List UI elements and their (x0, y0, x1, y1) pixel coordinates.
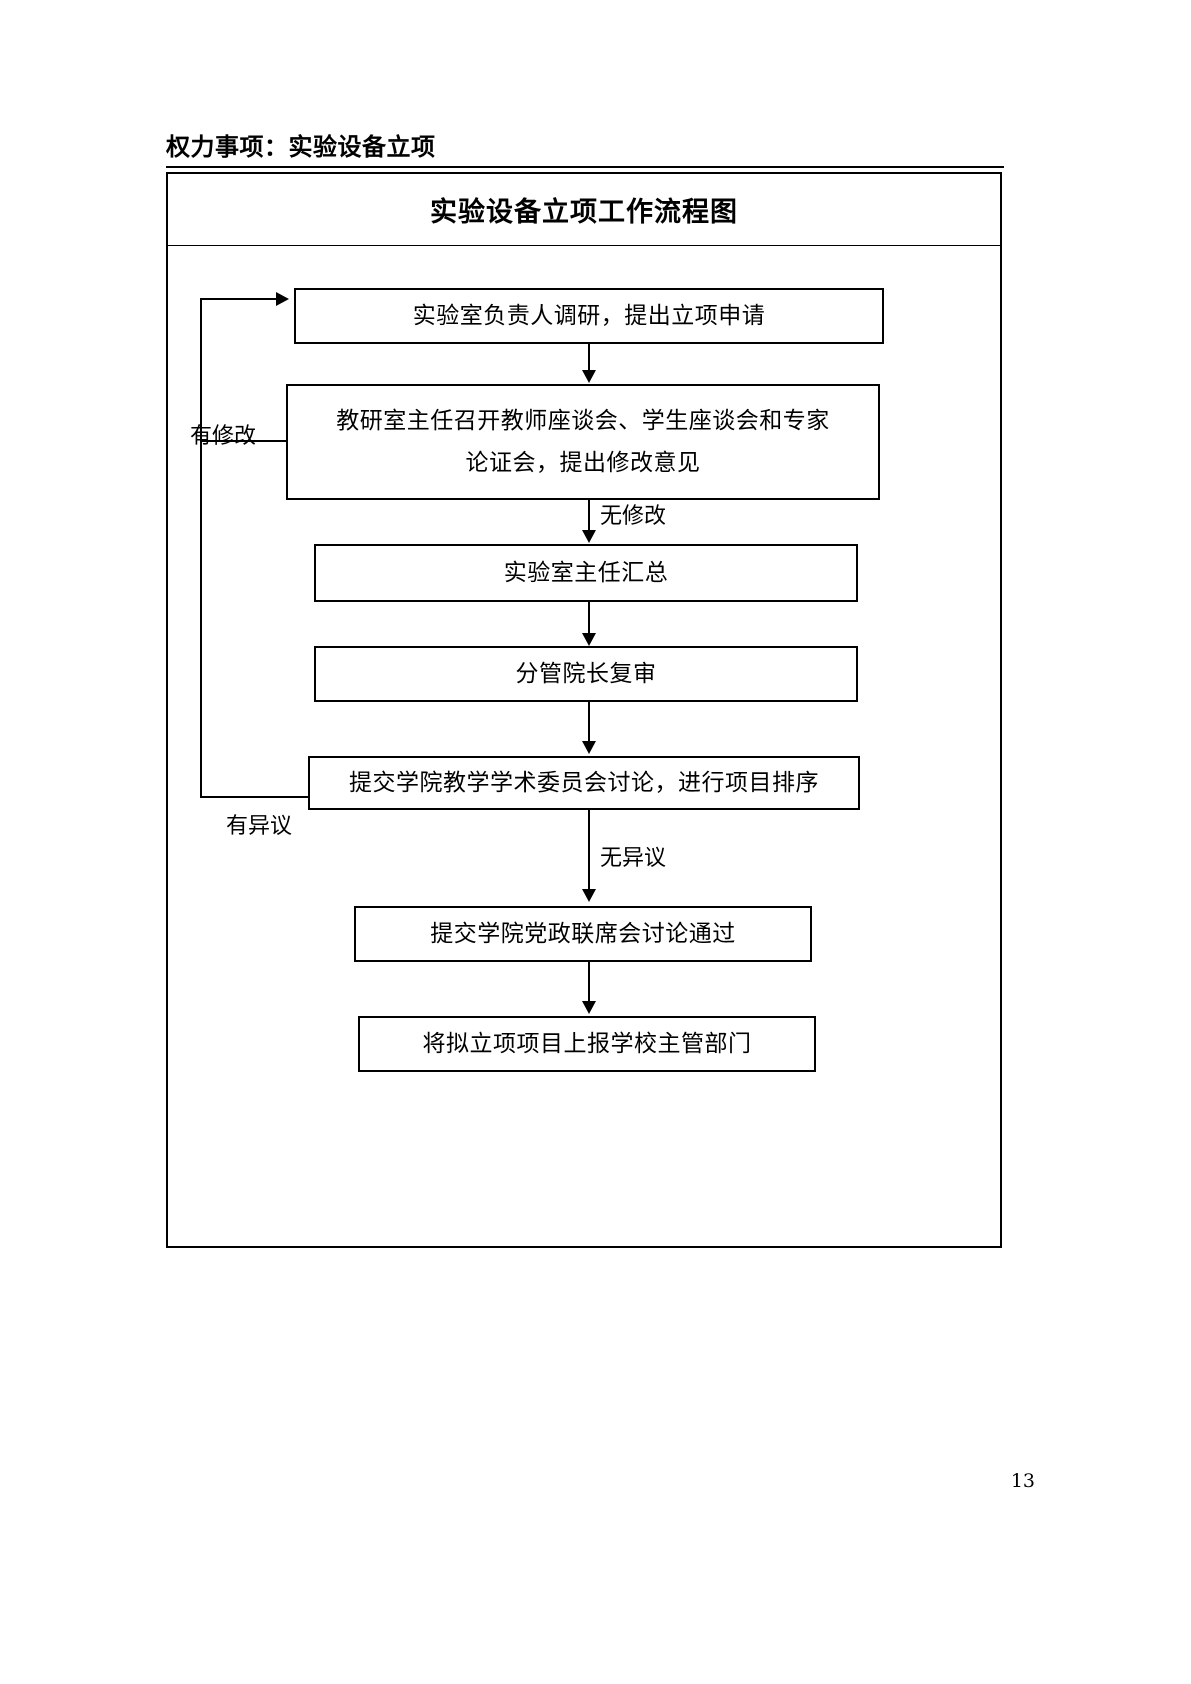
node-label: 提交学院党政联席会讨论通过 (430, 921, 736, 947)
connector-n1-n2-arrowhead (582, 370, 596, 383)
process-node-academic-committee: 提交学院教学学术委员会讨论，进行项目排序 (308, 756, 860, 810)
connector-n2-n3 (588, 500, 590, 531)
connector-n4-n5-arrowhead (582, 741, 596, 754)
feedback-revision-arrowhead (276, 292, 289, 306)
connector-n3-n4 (588, 602, 590, 634)
node-label-line2: 论证会，提出修改意见 (465, 450, 701, 476)
connector-n2-n3-arrowhead (582, 530, 596, 543)
flowchart-title-bar: 实验设备立项工作流程图 (168, 174, 1000, 246)
edge-label-no-objection: 无异议 (600, 846, 667, 871)
flowchart-frame: 实验设备立项工作流程图 实验室负责人调研，提出立项申请 教研室主任召开教师座谈会… (166, 172, 1002, 1248)
process-node-survey-application: 实验室负责人调研，提出立项申请 (294, 288, 884, 344)
edge-label-has-revision: 有修改 (190, 424, 257, 449)
connector-n6-n7-arrowhead (582, 1001, 596, 1014)
node-label: 将拟立项项目上报学校主管部门 (422, 1031, 752, 1057)
feedback-revision-bottom (200, 440, 290, 442)
connector-n3-n4-arrowhead (582, 633, 596, 646)
node-label: 实验室负责人调研，提出立项申请 (412, 303, 766, 329)
flowchart-canvas: 实验室负责人调研，提出立项申请 教研室主任召开教师座谈会、学生座谈会和专家 论证… (168, 246, 1000, 1246)
flowchart-title: 实验设备立项工作流程图 (430, 197, 738, 228)
edge-label-has-objection: 有异议 (226, 814, 293, 839)
connector-n5-n6 (588, 810, 590, 890)
feedback-revision-top (200, 298, 278, 300)
document-header: 权力事项：实验设备立项 (166, 132, 1004, 168)
edge-label-no-revision: 无修改 (600, 504, 667, 529)
connector-n6-n7 (588, 962, 590, 1002)
node-label: 分管院长复审 (515, 661, 657, 687)
process-node-report-to-school: 将拟立项项目上报学校主管部门 (358, 1016, 816, 1072)
connector-n4-n5 (588, 702, 590, 742)
node-label: 提交学院教学学术委员会讨论，进行项目排序 (349, 770, 819, 796)
page-number: 13 (1010, 1470, 1035, 1492)
process-node-symposium-opinions: 教研室主任召开教师座谈会、学生座谈会和专家 论证会，提出修改意见 (286, 384, 880, 500)
process-node-vice-dean-review: 分管院长复审 (314, 646, 858, 702)
feedback-objection-vertical (200, 298, 202, 798)
power-item-label: 权力事项：实验设备立项 (166, 132, 436, 161)
feedback-objection-bottom (200, 796, 310, 798)
process-node-lab-director-summary: 实验室主任汇总 (314, 544, 858, 602)
node-label: 实验室主任汇总 (503, 560, 669, 586)
connector-n1-n2 (588, 344, 590, 371)
process-node-party-admin-meeting: 提交学院党政联席会讨论通过 (354, 906, 812, 962)
connector-n5-n6-arrowhead (582, 889, 596, 902)
node-label-line1: 教研室主任召开教师座谈会、学生座谈会和专家 (336, 408, 830, 434)
